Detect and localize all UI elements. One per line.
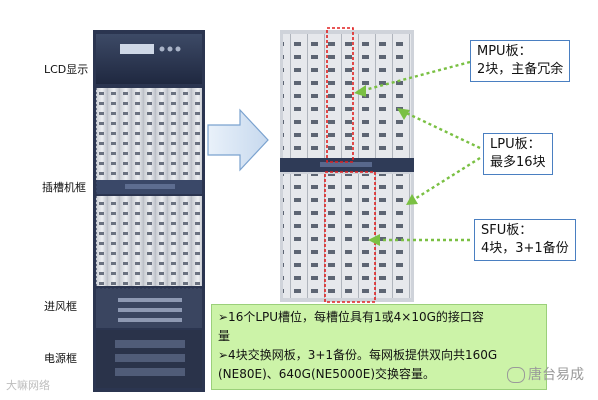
lcd-screen <box>120 44 154 54</box>
mpu-callout-title: MPU板： <box>477 44 532 59</box>
power-module <box>115 354 185 362</box>
label-power-frame: 电源框 <box>44 352 77 365</box>
sfu-callout: SFU板： 4块，3+1备份 <box>474 219 576 261</box>
info-line-1: ➢16个LPU槽位，每槽位具有1或4×10G的接口容 <box>218 310 484 324</box>
info-line-2: 量 <box>218 329 231 343</box>
lpu-callout-desc: 最多16块 <box>490 155 546 170</box>
lcd-button <box>159 46 165 52</box>
expand-arrow <box>207 108 269 172</box>
air-intake-grille <box>118 308 182 312</box>
mpu-callout-desc: 2块，主备冗余 <box>477 62 564 77</box>
upper-card-row <box>283 34 411 158</box>
lpu-connector-lower <box>409 156 481 204</box>
power-module <box>115 368 185 376</box>
brand-text: 唐台易成 <box>528 367 584 383</box>
lower-slot-card-area <box>96 196 202 286</box>
sfu-callout-title: SFU板： <box>481 223 533 238</box>
lcd-panel <box>96 34 202 84</box>
middle-fan-bar-handle <box>320 162 372 167</box>
chat-bubble-icon <box>507 367 525 383</box>
sfu-arrowhead <box>368 234 380 246</box>
label-air-intake: 进风框 <box>44 300 77 313</box>
label-lcd: LCD显示 <box>44 63 89 76</box>
mpu-callout: MPU板： 2块，主备冗余 <box>470 40 571 82</box>
info-line-3: ➢4块交换网板，3+1备份。每网板提供双向共160G <box>218 348 498 362</box>
middle-fan-handle <box>125 184 175 189</box>
info-line-4: (NE80E)、640G(NE5000E)交换容量。 <box>218 367 436 381</box>
lpu-callout: LPU板： 最多16块 <box>483 133 553 175</box>
air-intake-grille <box>118 298 182 302</box>
lpu-callout-title: LPU板： <box>490 137 541 152</box>
label-slot-frame: 插槽机框 <box>42 181 86 194</box>
lpu-arrowhead-lower <box>406 194 418 205</box>
left-chassis <box>93 30 205 392</box>
mpu-connector <box>356 60 471 94</box>
mpu-arrowhead <box>354 85 366 97</box>
lcd-button <box>167 46 173 52</box>
lower-card-row <box>283 174 411 298</box>
lpu-arrowhead <box>397 108 410 120</box>
info-box: ➢16个LPU槽位，每槽位具有1或4×10G的接口容 量 ➢4块交换网板，3+1… <box>211 304 547 390</box>
lcd-button <box>175 46 181 52</box>
mpu-red-frame <box>326 27 354 163</box>
upper-slot-card-area <box>96 88 202 180</box>
lpu-connector <box>399 108 481 150</box>
brand-watermark: 唐台易成 <box>507 364 584 384</box>
watermark-text: 大嘛网络 <box>6 379 50 392</box>
power-module <box>115 340 185 348</box>
sfu-callout-desc: 4块，3+1备份 <box>481 241 569 256</box>
slot-highlight-frame <box>95 85 205 289</box>
air-intake-grille <box>118 318 182 322</box>
right-chassis <box>280 27 414 303</box>
